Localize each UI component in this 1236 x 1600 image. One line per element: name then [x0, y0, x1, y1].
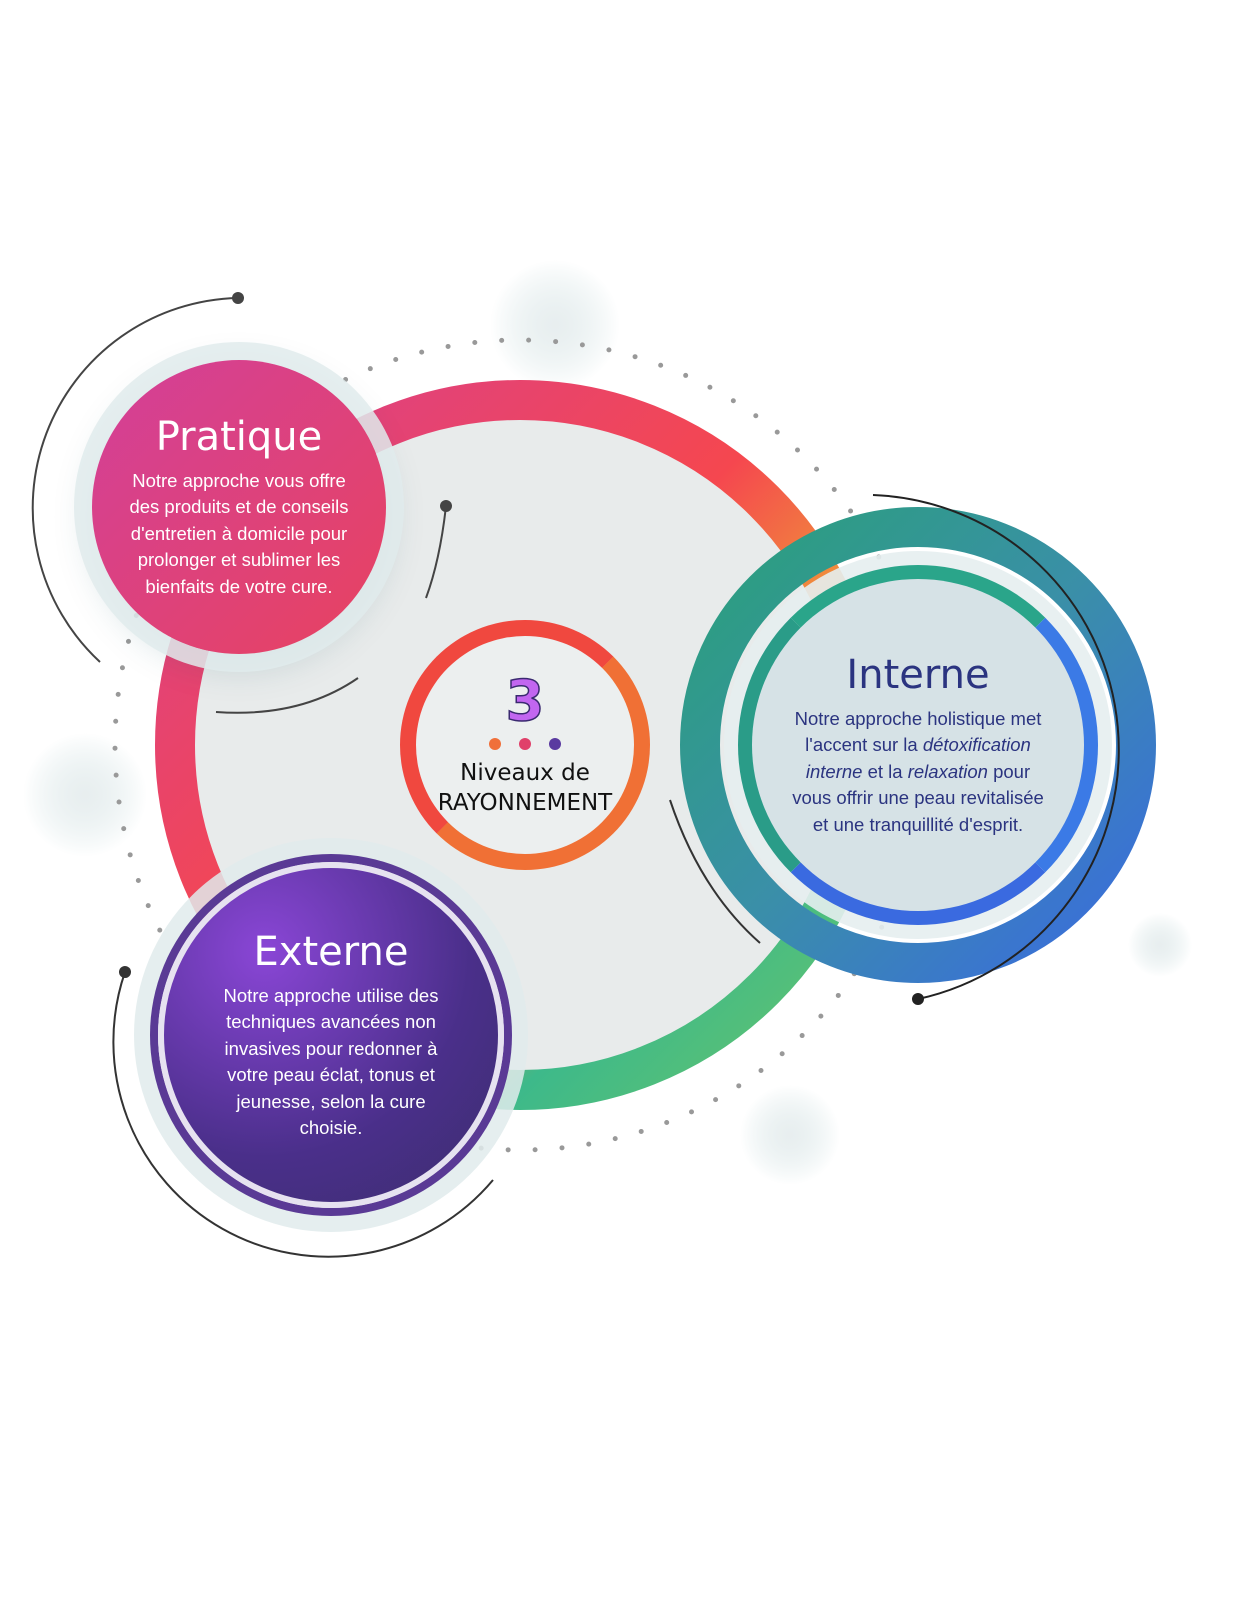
- dot-purple: [549, 738, 561, 750]
- bubble: [23, 733, 147, 857]
- pratique-card: Pratique Notre approche vous offre des p…: [92, 360, 386, 654]
- center-label-line1: Niveaux de: [460, 760, 590, 786]
- pratique-body: Notre approche vous offre des produits e…: [129, 469, 349, 597]
- externe-card: Externe Notre approche utilise des techn…: [158, 862, 504, 1208]
- dot-pink: [519, 738, 531, 750]
- interne-title: Interne: [846, 651, 990, 698]
- interne-body: Notre approche holistique met l'accent s…: [792, 707, 1044, 835]
- orbit-arc-externe: [112, 971, 494, 1258]
- externe-title: Externe: [253, 928, 409, 975]
- center-label-line2: RAYONNEMENT: [437, 790, 613, 816]
- level-count: 3: [505, 669, 545, 734]
- bubble: [740, 1085, 840, 1185]
- bubble: [1128, 913, 1192, 977]
- interne-ring: [680, 507, 1156, 983]
- orbit-arc-interne: [872, 494, 1120, 1000]
- bubble: [490, 260, 620, 390]
- interne-card: Interne Notre approche holistique met l'…: [738, 565, 1098, 925]
- dots: [489, 738, 561, 750]
- externe-body: Notre approche utilise des techniques av…: [223, 984, 439, 1139]
- orbit-arc-pratique: [31, 297, 239, 663]
- center-hub: 3 Niveaux de RAYONNEMENT: [400, 620, 650, 870]
- pratique-title: Pratique: [155, 413, 323, 460]
- dot-orange: [489, 738, 501, 750]
